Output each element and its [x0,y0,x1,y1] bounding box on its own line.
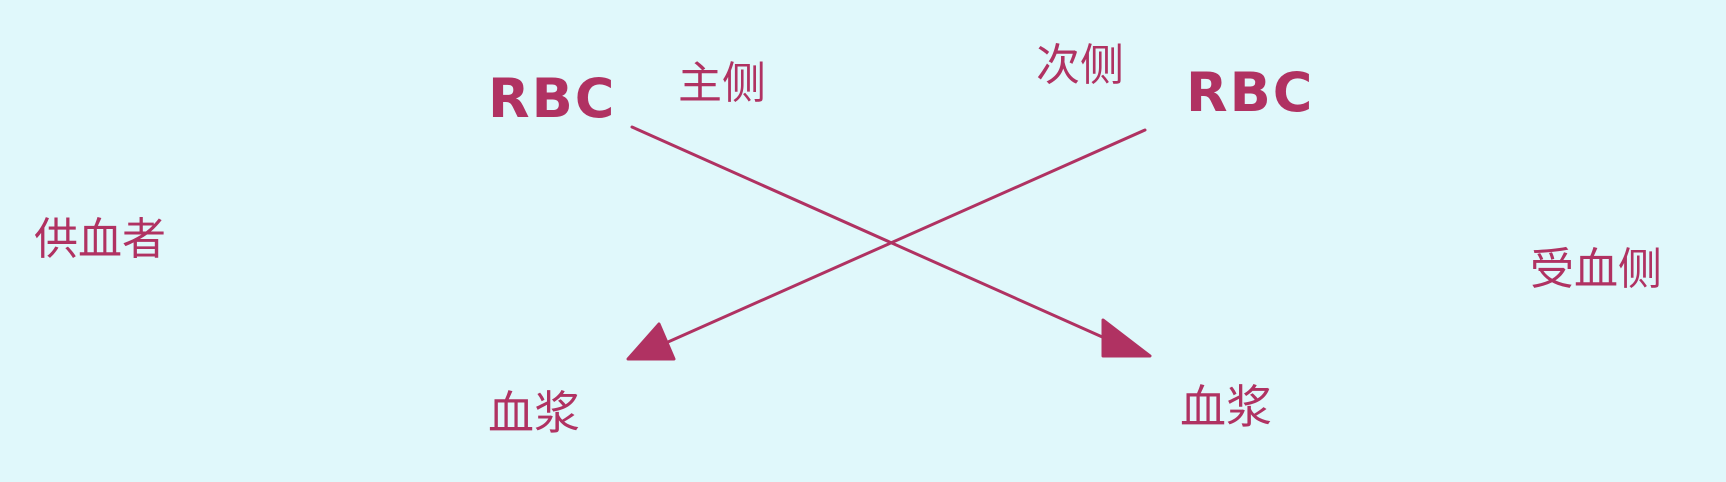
minor-side-label: 次侧 [1036,40,1124,91]
arrow-line-major [630,125,1120,346]
arrow-line-minor [648,128,1147,352]
arrowhead-major [1101,318,1152,358]
rbc-left-label: RBC [488,67,617,130]
arrow-rbc-left-to-plasma-right [630,125,1152,358]
arrowhead-minor [626,322,676,361]
major-side-label: 主侧 [678,58,766,109]
recipient-side-label: 受血侧 [1530,244,1662,295]
plasma-right-label: 血浆 [1180,380,1272,434]
arrow-rbc-right-to-plasma-left [626,128,1147,361]
rbc-right-label: RBC [1186,61,1315,124]
plasma-left-label: 血浆 [488,386,580,440]
donor-label: 供血者 [34,214,166,265]
